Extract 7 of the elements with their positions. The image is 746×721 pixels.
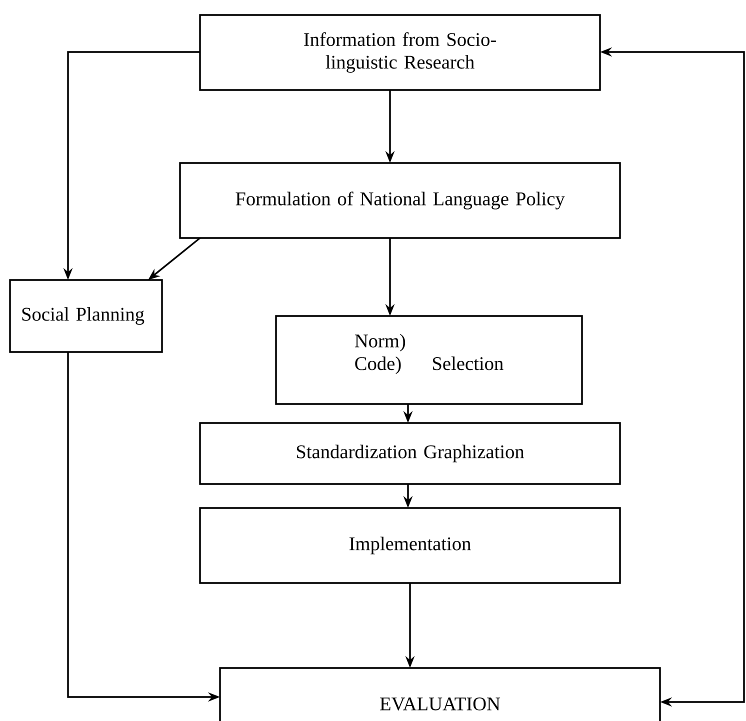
process-box: EVALUATION — [219, 667, 661, 721]
side-box: Social Planning — [9, 279, 163, 353]
process-box: Information from Socio-linguistic Research — [199, 14, 601, 91]
process-box: Standardization Graphization — [199, 422, 621, 485]
process-box: Norm) Code) Selection — [275, 315, 583, 405]
process-box: Formulation of National Language Policy — [179, 162, 621, 239]
process-box: Implementation — [199, 507, 621, 584]
